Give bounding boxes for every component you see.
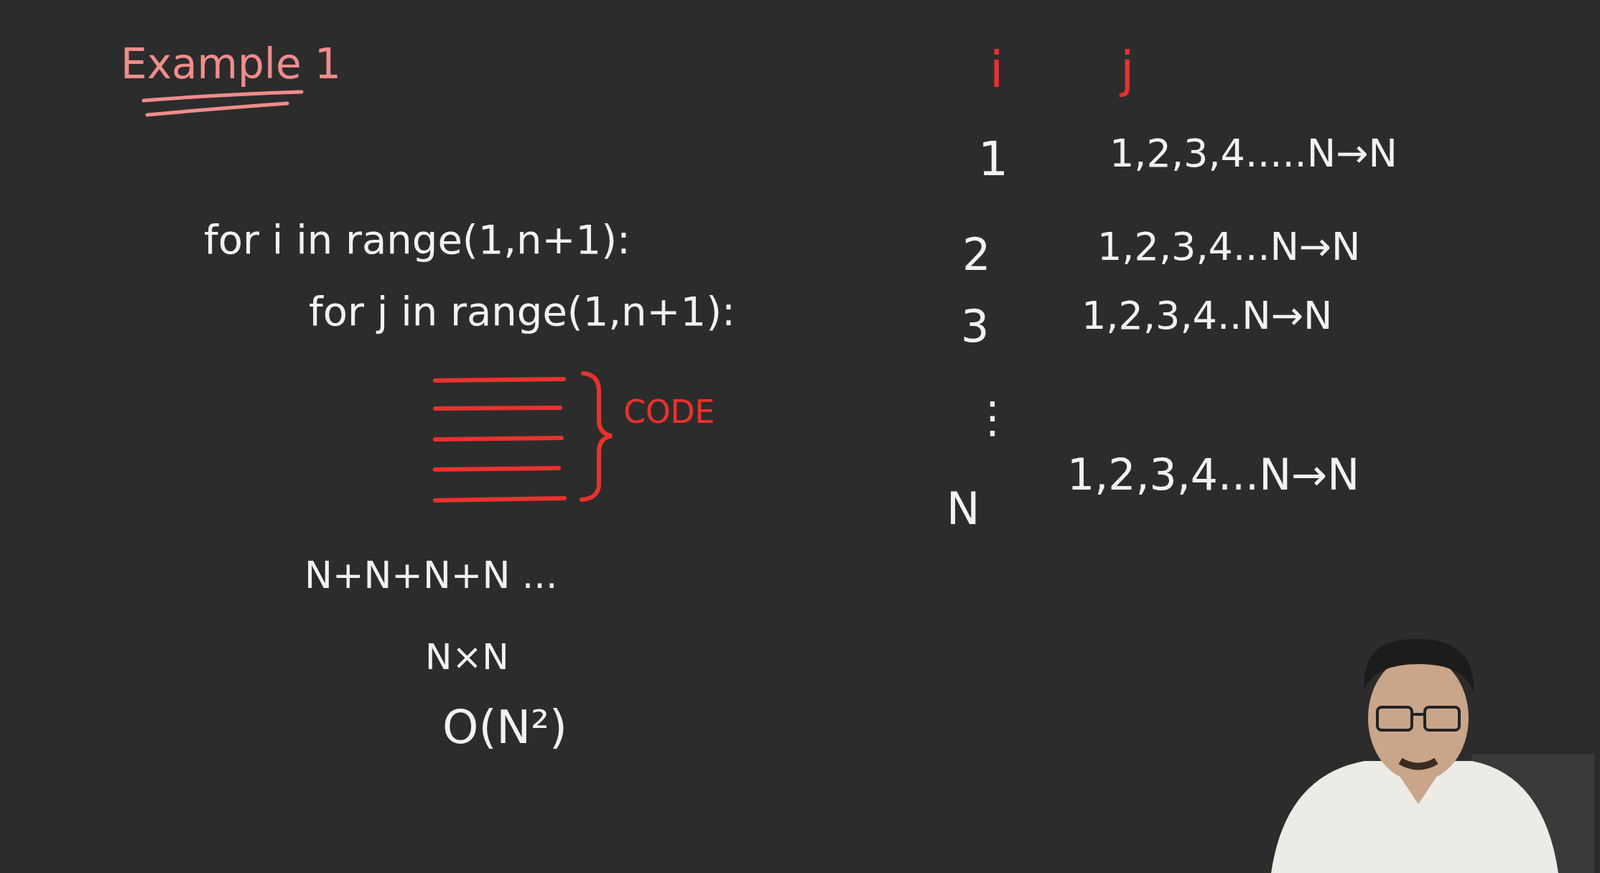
- title: Example 1: [120, 39, 342, 90]
- table-cell: N: [946, 482, 980, 536]
- table-cell: 1,2,3,4...N→N: [1067, 448, 1360, 501]
- table-cell: 1,2,3,4..N→N: [1081, 292, 1333, 340]
- curly-brace: [581, 373, 612, 500]
- product-expression: N×N: [425, 635, 510, 679]
- column-header: i: [989, 39, 1004, 100]
- table-cell: 1,2,3,4.....N→N: [1109, 130, 1398, 178]
- sum-expression: N+N+N+N ...: [304, 552, 558, 598]
- presenter-figure: [1271, 639, 1595, 873]
- column-header: j: [1120, 39, 1134, 100]
- code-line: for i in range(1,n+1):: [203, 215, 631, 264]
- table-ellipsis: ⋮: [970, 391, 1015, 444]
- table-cell: 2: [962, 228, 991, 282]
- table-cell: 1: [978, 130, 1009, 188]
- code-lines: [435, 379, 565, 501]
- table-cell: 3: [960, 300, 989, 354]
- code-line: for j in range(1,n+1):: [308, 287, 736, 336]
- annotation: CODE: [623, 393, 715, 432]
- title-underline: [143, 91, 302, 101]
- big-o: O(N²): [442, 700, 568, 756]
- title-underline: [147, 103, 288, 115]
- table-cell: 1,2,3,4...N→N: [1097, 224, 1361, 271]
